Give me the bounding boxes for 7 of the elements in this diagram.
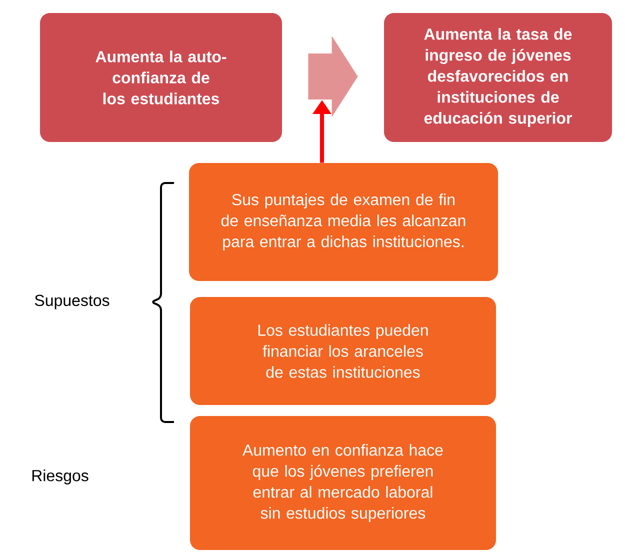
- result-box: Aumenta la auto-confianza de los estudiantes: [40, 13, 282, 142]
- side-label: Supuestos: [34, 294, 110, 310]
- assumption-box: Los estudiantes pueden financiar los aranceles de estas instituciones: [190, 297, 496, 405]
- assumption-box: Sus puntajes de examen de fin de enseñanza media les alcanzan para entrar a dichas instituciones.: [189, 163, 498, 281]
- result-box: Aumenta la tasa de ingreso de jóvenes desfavorecidos en instituciones de educación superior: [384, 13, 612, 142]
- risk-box: Aumento en confianza hace que los jóvenes prefieren entrar al mercado laboral sin estudios superiores: [190, 416, 496, 550]
- side-label: Riesgos: [32, 470, 88, 484]
